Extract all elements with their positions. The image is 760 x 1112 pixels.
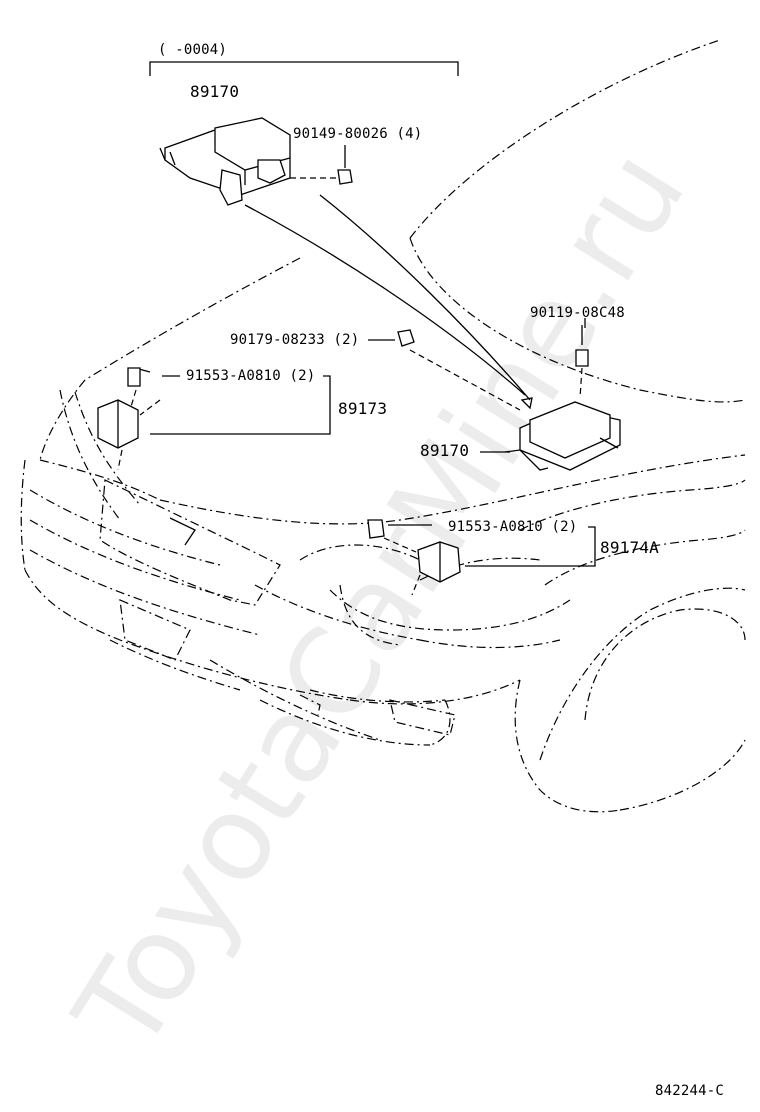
headlight-outline (299, 584, 456, 736)
grille-outline (99, 479, 281, 661)
bolt-90119-label: 90119-08C48 (530, 305, 625, 321)
leader-lines (150, 318, 596, 567)
nut-90179-label: 90179-08233 (2) (230, 332, 360, 348)
direction-arrows (244, 194, 533, 410)
range-label: ( -0004) (158, 42, 228, 58)
part-89174a-label: 89174A (600, 538, 659, 557)
bolt-90149-label: 90149-80026 (4) (293, 126, 423, 142)
sensor-89174a-drawing (367, 519, 461, 596)
sensor-89173-drawing (97, 367, 180, 471)
bolt-91553-left-label: 91553-A0810 (2) (186, 368, 316, 384)
ecu-89170-main-drawing (504, 401, 621, 471)
part-89173-label: 89173 (338, 399, 388, 418)
part-89170-main-label: 89170 (420, 441, 470, 460)
bolt-90119-drawing (575, 325, 589, 399)
figure-number: 842244-C (655, 1083, 725, 1099)
nut-90179-drawing (368, 329, 521, 411)
bolt-90149-drawing (290, 145, 353, 185)
part-89170-top-label: 89170 (190, 82, 240, 101)
ecu-89170-top-drawing (159, 117, 291, 206)
car-body-outline (20, 39, 746, 813)
bolt-91553-right-label: 91553-A0810 (2) (448, 519, 578, 535)
range-bracket (149, 61, 459, 76)
